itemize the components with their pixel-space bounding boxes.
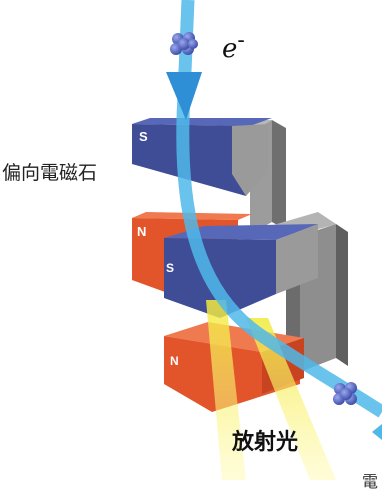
upper-n-label: N — [137, 224, 146, 239]
beam-arrow-right — [372, 424, 382, 440]
electron-charge: - — [237, 28, 245, 53]
cut-off-edge-label: 電 — [362, 472, 379, 491]
upper-s-pole-front — [132, 124, 250, 196]
lower-s-pole-front — [164, 238, 276, 318]
radiation-light-label: 放射光 — [232, 430, 299, 455]
radiation-beam-left — [206, 300, 246, 480]
atom-icon-top — [170, 32, 198, 55]
radiation-beams — [206, 300, 336, 480]
electron-symbol: e — [222, 34, 238, 64]
beam-arrow-down — [166, 72, 202, 120]
upper-yoke-side — [272, 120, 286, 230]
electron-beam-path — [176, 0, 382, 418]
electron-beam — [166, 0, 382, 440]
deflecting-magnet-label: 偏向電磁石 — [2, 162, 98, 184]
lower-s-pole-top — [164, 224, 318, 240]
lower-s-pole-end — [276, 224, 318, 294]
upper-s-pole-top — [132, 118, 272, 126]
radiation-beam-right — [246, 318, 336, 480]
upper-s-pole-end — [232, 124, 268, 196]
upper-s-label: S — [139, 129, 148, 144]
electron-label: e- — [222, 28, 245, 64]
lower-n-label: N — [170, 354, 179, 368]
atom-icon-bottom — [333, 382, 357, 405]
lower-yoke-side — [336, 224, 348, 366]
lower-s-label: S — [166, 261, 174, 275]
